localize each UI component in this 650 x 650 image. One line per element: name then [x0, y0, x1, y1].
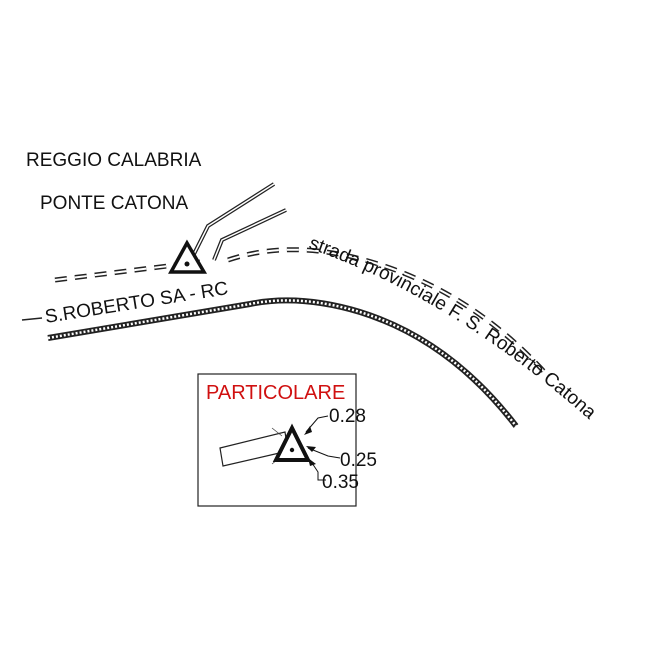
- dim-value-a: 0.28: [329, 406, 366, 427]
- side-road-edge-inner-inner: [213, 209, 287, 261]
- dim-arrow-b: [306, 446, 316, 452]
- detail-triangle-with-dot-icon: [272, 423, 312, 462]
- detail-tick: [271, 427, 283, 437]
- locality-label: PONTE CATONA: [40, 193, 188, 214]
- city-label: REGGIO CALABRIA: [26, 150, 202, 171]
- dim-value-b: 0.25: [340, 450, 377, 471]
- dim-leader-b: [307, 447, 341, 459]
- dim-arrow-a: [304, 426, 312, 435]
- dim-value-c: 0.35: [322, 472, 359, 493]
- triangle-with-dot-icon: [168, 239, 208, 274]
- side-road-edge-outer-inner: [189, 183, 275, 263]
- road-edge-dashed-right-inner: [227, 248, 549, 377]
- road-edge-lower: [47, 297, 519, 428]
- dim-arrow-c: [308, 458, 316, 466]
- road-axis-tick: [21, 317, 43, 321]
- dim-leader-c: [309, 459, 326, 481]
- detail-box: PARTICOLARE 0.28 0.25 0.35: [197, 373, 377, 507]
- detail-title: PARTICOLARE: [206, 382, 345, 404]
